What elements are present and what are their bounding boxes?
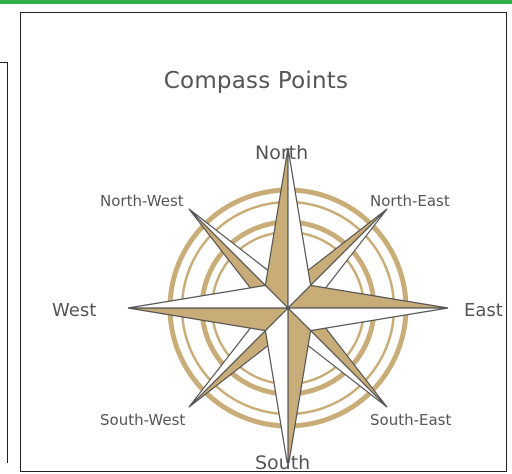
label-north-west: North-West <box>100 192 184 210</box>
east-point-shaded <box>288 285 448 308</box>
label-east: East <box>464 300 503 321</box>
south-point-light <box>265 308 288 463</box>
label-south-east: South-East <box>370 411 451 429</box>
label-north-east: North-East <box>370 192 450 210</box>
north-point-shaded <box>265 148 288 308</box>
north-point-light <box>288 148 311 308</box>
label-north: North <box>255 142 308 164</box>
west-point-shaded <box>128 308 288 331</box>
center-hub <box>286 306 290 310</box>
east-point-light <box>288 308 448 331</box>
south-point-shaded <box>288 308 311 463</box>
label-south: South <box>255 452 310 474</box>
diagram-title: Compass Points <box>0 68 512 94</box>
label-west: West <box>52 300 96 321</box>
label-south-west: South-West <box>100 411 185 429</box>
west-point-light <box>128 285 288 308</box>
